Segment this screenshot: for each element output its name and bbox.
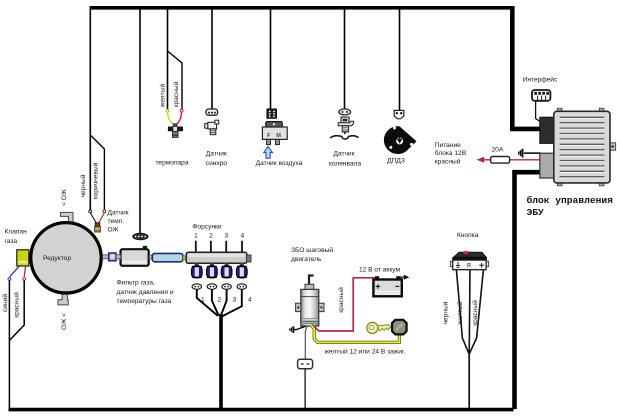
svg-text:1: 1 xyxy=(201,297,205,304)
svg-text:черный: черный xyxy=(441,301,449,324)
svg-text:красный: красный xyxy=(172,81,180,107)
svg-text:Датчик: Датчик xyxy=(333,151,354,158)
svg-text:1: 1 xyxy=(194,232,198,239)
svg-text:красный: красный xyxy=(435,157,461,165)
svg-text:20А: 20А xyxy=(492,146,504,153)
svg-text:темп.: темп. xyxy=(108,218,125,225)
svg-text:красный: красный xyxy=(471,300,479,326)
svg-text:желтый 12 или 24 В зажиг.: желтый 12 или 24 В зажиг. xyxy=(325,347,406,355)
svg-text:блока 12В: блока 12В xyxy=(435,149,467,157)
svg-text:Клапан: Клапан xyxy=(5,229,28,236)
svg-text:синий: синий xyxy=(1,294,9,312)
svg-text:Датчик воздуха: Датчик воздуха xyxy=(256,160,303,167)
svg-text:Форсунки: Форсунки xyxy=(192,223,221,230)
svg-text:12 В от аккум: 12 В от аккум xyxy=(359,267,401,274)
svg-text:Интерфейс: Интерфейс xyxy=(523,76,558,84)
svg-text:ОЖ <: ОЖ < xyxy=(61,313,68,330)
svg-text:желтый: желтый xyxy=(158,84,166,107)
svg-text:< ОЖ: < ОЖ xyxy=(61,189,68,206)
svg-text:M: M xyxy=(276,133,281,139)
svg-text:ЗБО шаговый: ЗБО шаговый xyxy=(291,246,333,254)
svg-text:3: 3 xyxy=(224,232,228,239)
svg-text:2: 2 xyxy=(209,232,213,239)
svg-text:Кнопка: Кнопка xyxy=(457,232,479,239)
svg-text:блок управления: блок управления xyxy=(527,195,614,206)
svg-text:газа: газа xyxy=(5,238,18,245)
svg-text:двигатель: двигатель xyxy=(291,256,322,263)
svg-text:датчик давления и: датчик давления и xyxy=(117,289,174,296)
svg-text:красный: красный xyxy=(12,292,20,318)
svg-text:ОЖ: ОЖ xyxy=(108,226,119,233)
svg-text:красный: красный xyxy=(337,287,345,313)
svg-text:ДПДЗ: ДПДЗ xyxy=(387,158,405,165)
svg-text:синхро: синхро xyxy=(206,160,228,167)
svg-text:термопара: термопара xyxy=(155,160,188,167)
svg-text:Фильтр газа,: Фильтр газа, xyxy=(117,280,156,287)
svg-text:ЭБУ: ЭБУ xyxy=(527,207,545,218)
svg-text:4: 4 xyxy=(240,232,244,239)
svg-text:Я: Я xyxy=(467,264,471,270)
svg-text:черный: черный xyxy=(79,174,87,197)
svg-text:2: 2 xyxy=(217,297,221,304)
svg-text:коричневый: коричневый xyxy=(92,162,100,199)
svg-text:Датчик: Датчик xyxy=(206,151,227,158)
svg-text:F: F xyxy=(267,133,271,139)
svg-text:Питание: Питание xyxy=(435,142,461,149)
svg-text:желтый: желтый xyxy=(456,301,464,324)
svg-text:3: 3 xyxy=(233,297,237,304)
svg-text:4: 4 xyxy=(248,297,252,304)
svg-text:Датчик: Датчик xyxy=(108,210,129,217)
svg-text:коленвала: коленвала xyxy=(329,161,362,168)
svg-text:Редуктор: Редуктор xyxy=(43,255,71,262)
svg-text:температуры газа: температуры газа xyxy=(117,298,172,305)
